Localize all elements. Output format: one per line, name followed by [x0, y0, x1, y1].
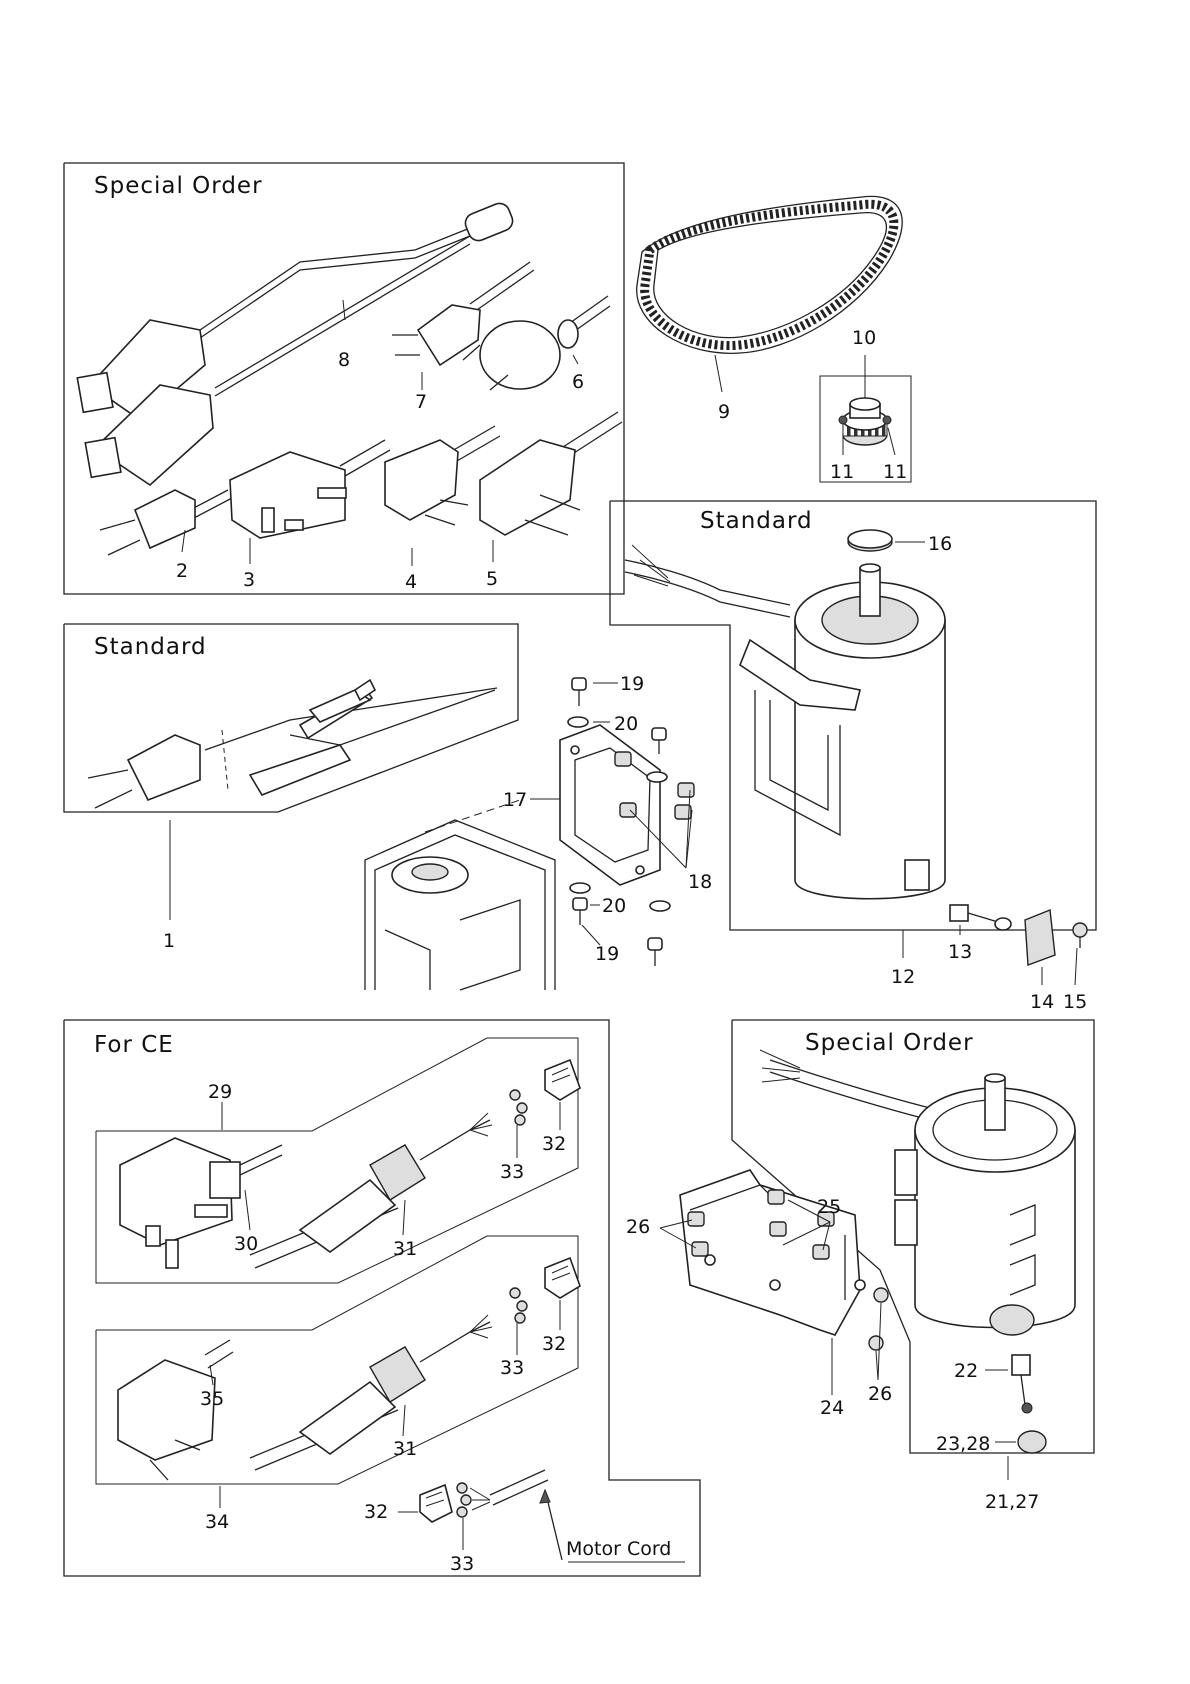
- heading-special-order-top: Special Order: [94, 173, 263, 199]
- label-p31a: 31: [393, 1238, 417, 1260]
- label-p7: 7: [415, 391, 427, 413]
- plug-uk-three-pin: [230, 440, 390, 538]
- label-p20b: 20: [602, 895, 626, 917]
- label-p33b: 33: [500, 1357, 524, 1379]
- label-p23-28: 23,28: [936, 1433, 990, 1455]
- label-p5: 5: [486, 568, 498, 590]
- plug-three-flat-pin: [463, 296, 610, 390]
- brush-cover-14: [1025, 910, 1055, 965]
- label-p10: 10: [852, 327, 876, 349]
- label-p32a: 32: [542, 1133, 566, 1155]
- heading-standard-cord: Standard: [94, 634, 207, 660]
- label-p19a: 19: [620, 673, 644, 695]
- label-p1: 1: [163, 930, 175, 952]
- label-p26a: 26: [626, 1216, 650, 1238]
- label-p11b: 11: [883, 461, 907, 483]
- label-p6: 6: [572, 371, 584, 393]
- label-p4: 4: [405, 571, 417, 593]
- mounting-bracket: [560, 725, 660, 885]
- label-p30: 30: [234, 1233, 258, 1255]
- label-p33c: 33: [450, 1553, 474, 1575]
- label-p25: 25: [817, 1196, 841, 1218]
- ce-plug-35: [118, 1340, 233, 1480]
- label-motor-cord: Motor Cord: [566, 1538, 671, 1560]
- label-p20a: 20: [614, 713, 638, 735]
- label-p11a: 11: [830, 461, 854, 483]
- label-p35: 35: [200, 1388, 224, 1410]
- terminals-33b: [510, 1288, 527, 1323]
- label-p13: 13: [948, 941, 972, 963]
- label-p3: 3: [243, 569, 255, 591]
- heading-for-ce: For CE: [94, 1032, 174, 1058]
- screw-15: [1073, 923, 1087, 948]
- terminals-33a: [510, 1090, 527, 1125]
- cable-gland-31a: [250, 1113, 492, 1268]
- brush-13: [950, 905, 1011, 930]
- label-p34: 34: [205, 1511, 229, 1533]
- label-p26b: 26: [868, 1383, 892, 1405]
- standard-motor: [625, 545, 945, 899]
- brush-cap-23-28: [1018, 1431, 1046, 1453]
- label-p33a: 33: [500, 1161, 524, 1183]
- terminals-33c: [457, 1483, 471, 1517]
- pulley: [839, 398, 891, 445]
- label-p15: 15: [1063, 991, 1087, 1013]
- plug-round-three-pin: [480, 412, 622, 535]
- connector-32a: [545, 1060, 580, 1100]
- label-p2: 2: [176, 560, 188, 582]
- label-p16: 16: [928, 533, 952, 555]
- connector-32c: [420, 1485, 452, 1522]
- label-p18: 18: [688, 871, 712, 893]
- standard-power-cord: [88, 680, 497, 808]
- plug-us-two-pin: [100, 490, 232, 555]
- label-p22: 22: [954, 1360, 978, 1382]
- label-p12: 12: [891, 966, 915, 988]
- cable-gland-31b: [250, 1315, 492, 1470]
- label-p31b: 31: [393, 1438, 417, 1460]
- label-p32b: 32: [542, 1333, 566, 1355]
- label-p24: 24: [820, 1397, 844, 1419]
- heading-standard-motor: Standard: [700, 508, 813, 534]
- washer-16: [848, 530, 892, 551]
- label-p29: 29: [208, 1081, 232, 1103]
- connector-32b: [545, 1258, 580, 1298]
- label-p32c: 32: [364, 1501, 388, 1523]
- brush-22: [1012, 1355, 1032, 1413]
- label-p9: 9: [718, 401, 730, 423]
- label-p17: 17: [503, 789, 527, 811]
- machine-frame: [365, 800, 555, 990]
- label-p19b: 19: [595, 943, 619, 965]
- label-p21-27: 21,27: [985, 1491, 1039, 1513]
- label-p8: 8: [338, 349, 350, 371]
- for-ce-frame: [64, 1020, 700, 1576]
- label-p14: 14: [1030, 991, 1054, 1013]
- heading-special-order-motor: Special Order: [805, 1030, 974, 1056]
